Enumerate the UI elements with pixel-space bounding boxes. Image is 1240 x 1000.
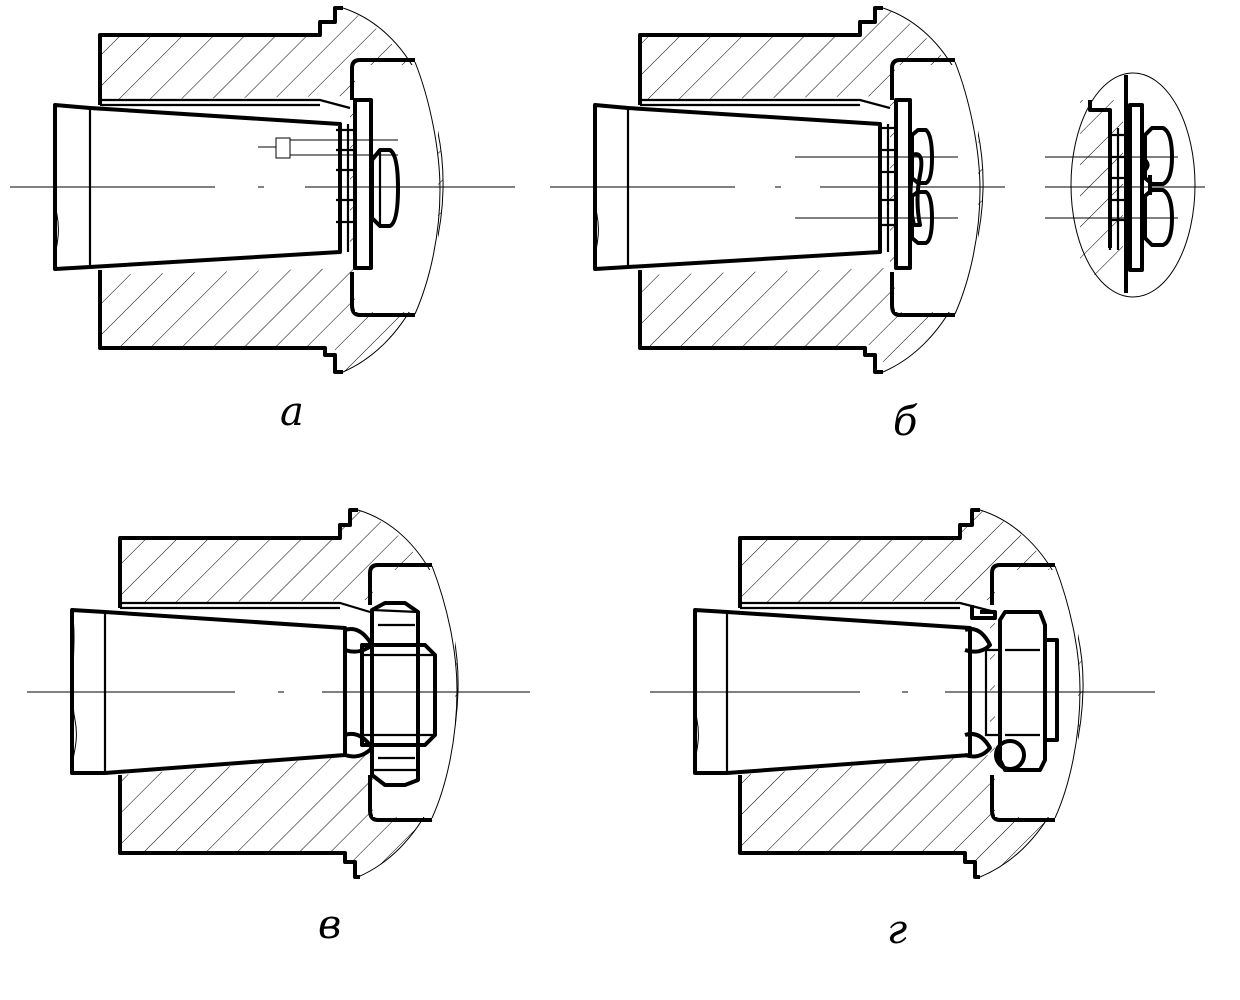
figure-b	[550, 6, 1005, 374]
nut-b-upper	[910, 128, 934, 185]
figure-label-g: г	[887, 907, 908, 953]
detail-ellipse	[1070, 72, 1196, 298]
housing-a-outline-bottom	[98, 270, 343, 374]
figure-g	[650, 508, 1155, 879]
locking-ball-g	[994, 739, 1026, 771]
detail-view-b	[1045, 72, 1205, 298]
break-line-a	[342, 7, 444, 373]
figure-label-v: в	[318, 902, 342, 948]
break-line-g	[979, 509, 1084, 878]
cover-g	[990, 563, 1055, 822]
cover-a	[350, 58, 415, 317]
cover-b	[890, 58, 955, 317]
figure-a	[10, 6, 515, 374]
cover-v	[368, 563, 432, 822]
break-line-b	[882, 7, 984, 373]
figure-label-b: б	[893, 399, 918, 445]
break-line-v	[357, 509, 459, 878]
nut-g	[998, 610, 1047, 772]
housing-a-outline	[98, 6, 343, 105]
castle-nut-v	[370, 601, 420, 787]
figure-v	[27, 508, 530, 879]
nut-a	[370, 148, 400, 228]
figure-label-a: а	[280, 389, 304, 435]
